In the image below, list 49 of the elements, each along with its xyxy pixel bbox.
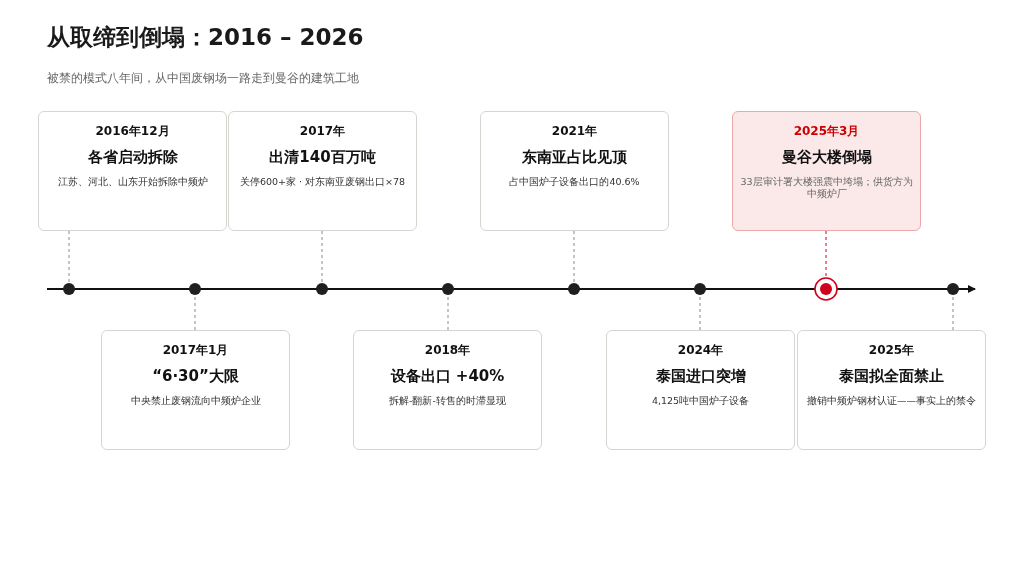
event-date: 2018年	[424, 342, 471, 359]
event-description: 中央禁止废钢流向中频炉企业	[130, 395, 261, 408]
timeline-dot	[189, 283, 201, 295]
timeline-dot	[316, 283, 328, 295]
event-headline: 东南亚占比见顶	[522, 148, 627, 167]
event-date: 2025年	[868, 342, 915, 359]
event-date: 2024年	[677, 342, 724, 359]
leader-line	[68, 230, 70, 283]
leader-line	[952, 295, 954, 331]
event-card	[480, 111, 669, 231]
event-card	[606, 330, 795, 450]
event-headline: “6·30”大限	[152, 367, 239, 386]
event-description: 占中国炉子设备出口的40.6%	[509, 176, 640, 189]
leader-line	[321, 230, 323, 283]
leader-line	[699, 295, 701, 331]
event-date: 2017年1月	[162, 342, 229, 359]
event-card	[797, 330, 986, 450]
event-description: 33层审计署大楼强震中垮塌；供货方为中频炉厂	[739, 176, 914, 201]
event-card	[38, 111, 227, 231]
timeline-dot	[568, 283, 580, 295]
timeline-dot	[947, 283, 959, 295]
event-description: 4,125吨中国炉子设备	[651, 395, 750, 408]
event-card	[101, 330, 290, 450]
event-card	[228, 111, 417, 231]
event-headline: 出清140百万吨	[269, 148, 376, 167]
event-headline: 泰国进口突增	[655, 367, 746, 386]
timeline-dot	[63, 283, 75, 295]
event-headline: 各省启动拆除	[87, 148, 178, 167]
event-date: 2016年12月	[95, 123, 170, 140]
event-date: 2021年	[551, 123, 598, 140]
leader-line	[194, 295, 196, 331]
event-description: 关停600+家 · 对东南亚废钢出口×78	[239, 176, 406, 189]
leader-line	[573, 230, 575, 283]
highlight-marker	[814, 277, 838, 301]
event-description: 江苏、河北、山东开始拆除中频炉	[57, 176, 208, 189]
event-headline: 曼谷大楼倒塌	[781, 148, 872, 167]
event-card	[732, 111, 921, 231]
leader-line	[447, 295, 449, 331]
event-headline: 泰国拟全面禁止	[839, 367, 944, 386]
event-card	[353, 330, 542, 450]
title: 从取缔到倒塌：2016 – 2026	[47, 23, 364, 52]
timeline-dot	[442, 283, 454, 295]
event-description: 拆解-翻新-转售的时滞显现	[389, 395, 506, 408]
event-headline: 设备出口 +40%	[390, 367, 505, 386]
event-date: 2025年3月	[793, 123, 860, 140]
subtitle: 被禁的模式八年间，从中国废钢场一路走到曼谷的建筑工地	[47, 70, 359, 87]
event-description: 撤销中频炉钢材认证——事实上的禁令	[807, 395, 976, 408]
event-date: 2017年	[299, 123, 346, 140]
timeline-dot	[694, 283, 706, 295]
